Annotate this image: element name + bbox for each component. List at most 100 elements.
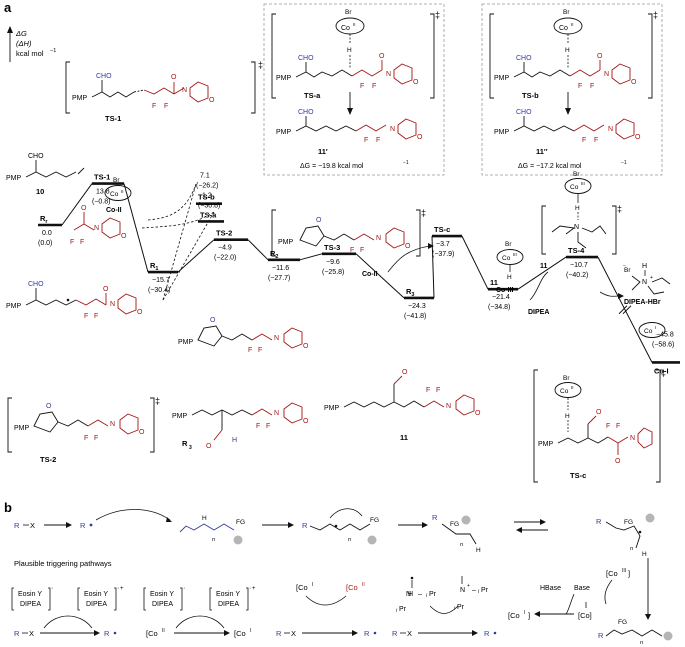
svg-text:II: II [353, 22, 356, 27]
level-dg-3: 7.1 [200, 173, 210, 180]
level-label-5: TS-2 [216, 229, 232, 238]
svg-text:O: O [171, 74, 177, 81]
svg-text:11′: 11′ [318, 147, 328, 156]
svg-text:‡: ‡ [421, 208, 426, 218]
svg-text:N: N [630, 435, 635, 442]
ts-b-box: ‡ Co II Br H PMP CHO F F O N O TS-b PMP … [481, 3, 663, 176]
svg-text:CHO: CHO [516, 109, 532, 116]
svg-text:Co: Co [570, 184, 579, 191]
svg-text:N: N [182, 87, 187, 94]
svg-text:DIPEA: DIPEA [20, 601, 41, 608]
svg-text:FG: FG [450, 521, 459, 528]
svg-text:F: F [578, 83, 582, 90]
panel-b-row1: R X R H FG n R FG n R FG H n R FG [14, 508, 655, 558]
ts3-region-structure: ‡ PMP O F F N O [271, 208, 426, 257]
level-label-12: Co-I [654, 366, 669, 375]
level-dh-2: (−30.4) [148, 287, 170, 294]
svg-text:F: F [80, 239, 84, 246]
svg-text:–: – [418, 591, 422, 598]
svg-text:R: R [302, 521, 308, 530]
panel-a-label: a [4, 0, 12, 15]
connector-0 [61, 183, 93, 226]
level-label-1: TS-1 [94, 173, 110, 182]
svg-text:F: F [582, 137, 586, 144]
ts4-structure: ‡ Co III Br H N [541, 171, 622, 255]
svg-text:F: F [360, 83, 364, 90]
svg-text:F: F [94, 313, 98, 320]
svg-text:PMP: PMP [6, 303, 22, 310]
svg-text:i: i [426, 593, 428, 599]
svg-text:R: R [182, 439, 188, 448]
axis-label-unit: kcal mol [16, 49, 44, 58]
svg-text:O: O [139, 429, 145, 436]
svg-text:Co-III: Co-III [496, 287, 514, 294]
svg-text:O: O [210, 317, 216, 324]
svg-text:PMP: PMP [14, 425, 30, 432]
svg-text:[Co: [Co [146, 629, 158, 638]
axis-break-mark [618, 305, 628, 315]
svg-text:11′′: 11′′ [536, 147, 548, 156]
svg-text:F: F [590, 83, 594, 90]
svg-text:Br: Br [573, 171, 580, 178]
svg-text:X: X [29, 629, 34, 638]
ts1-title: TS-1 [105, 114, 121, 123]
svg-text:FG: FG [624, 519, 633, 526]
level-dh-9: (−37.9) [432, 251, 454, 258]
ts2-structure: ‡ PMP O F F N O TS-2 [7, 396, 160, 464]
svg-text:O: O [121, 233, 127, 240]
svg-text:F: F [256, 423, 260, 430]
level-dg-12: −45.8 [656, 331, 674, 338]
svg-text:CHO: CHO [298, 109, 314, 116]
svg-text:III: III [622, 568, 626, 574]
svg-text:ΔG = −17.2 kcal mol: ΔG = −17.2 kcal mol [518, 163, 582, 170]
level-dg-7: −9.6 [326, 259, 340, 266]
svg-text:O: O [303, 418, 309, 425]
svg-text:+: + [252, 586, 256, 592]
level-dh-3: (−26.2) [196, 183, 218, 190]
svg-text:Co: Co [502, 255, 511, 262]
svg-text:R: R [80, 521, 86, 530]
level-label-2: R1 [150, 261, 158, 272]
svg-text:O: O [631, 79, 637, 86]
svg-text:N: N [386, 71, 391, 78]
svg-text:H: H [232, 437, 237, 444]
svg-text:F: F [266, 423, 270, 430]
svg-text:CHO: CHO [28, 281, 44, 288]
triggering-pathways: Eosin Y DIPEA · Eosin Y DIPEA · + R X R … [11, 558, 673, 646]
level-dg-11: −10.7 [570, 262, 588, 269]
svg-text:O: O [417, 134, 423, 141]
svg-text:Pr: Pr [429, 591, 437, 598]
svg-text:]: ] [628, 569, 630, 578]
svg-text:CHO: CHO [516, 55, 532, 62]
level-dg-5: −4.9 [218, 245, 232, 252]
svg-text:[Co: [Co [606, 569, 618, 578]
svg-text:3: 3 [189, 445, 192, 451]
compound-11: PMP O F F N O 11 [324, 369, 481, 442]
svg-text:DIPEA: DIPEA [152, 601, 173, 608]
svg-text:PMP: PMP [178, 339, 194, 346]
svg-text:I: I [655, 325, 656, 330]
svg-text:FG: FG [236, 519, 245, 526]
svg-text:+: + [120, 586, 124, 592]
connector-7 [461, 235, 489, 290]
svg-text:FG: FG [370, 517, 379, 524]
svg-text:H: H [507, 274, 512, 281]
svg-text:PMP: PMP [72, 95, 88, 102]
svg-text:O: O [379, 53, 385, 60]
svg-text:N: N [390, 126, 395, 133]
svg-text:R: R [392, 629, 398, 638]
co-iii-region: Co-II Co III Br H Co-III 11 DIPEA [362, 241, 549, 316]
svg-text:I: I [250, 628, 251, 634]
level-dg-9: −3.7 [436, 241, 450, 248]
svg-text:TS-2: TS-2 [40, 455, 56, 464]
svg-text:O: O [475, 410, 481, 417]
svg-text:O: O [635, 134, 641, 141]
level-dh-7: (−25.8) [322, 269, 344, 276]
svg-text:I: I [524, 610, 525, 616]
svg-text:Co: Co [559, 25, 568, 32]
co-ii-catalyst: Co II Br Co-II [104, 177, 132, 214]
svg-text:R: R [484, 629, 490, 638]
svg-text:O: O [597, 53, 603, 60]
svg-text:–: – [472, 587, 476, 594]
svg-text:‡: ‡ [155, 396, 160, 406]
